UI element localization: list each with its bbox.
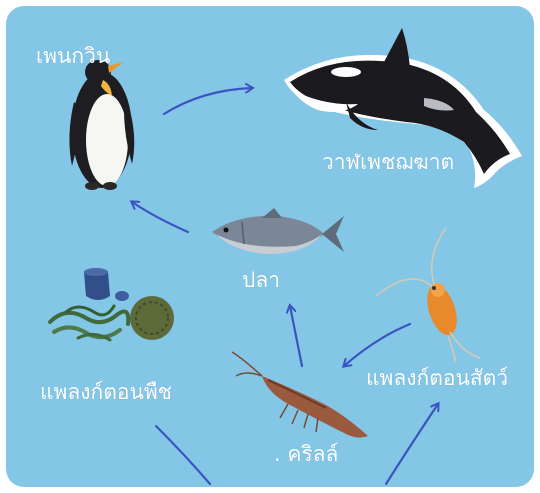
- phytoplankton-illustration: [48, 268, 174, 342]
- arrow-penguin-to-orca: [162, 88, 252, 116]
- zooplankton-illustration: [375, 227, 481, 363]
- label-phytoplankton: แพลงก์ตอนพืช: [40, 380, 172, 404]
- label-krill: . คริลล์: [274, 442, 339, 466]
- arrows: [132, 88, 438, 486]
- label-penguin: เพนกวิน: [36, 44, 111, 68]
- label-fish: ปลา: [242, 268, 280, 292]
- fish-illustration: [212, 208, 344, 254]
- arrow-zooplankton-to-krill: [344, 322, 412, 366]
- diagram-artwork: [48, 28, 522, 486]
- label-orca: วาฬเพชฌฆาต: [322, 150, 455, 174]
- krill-illustration: [231, 351, 368, 438]
- arrow-phytoplankton-loop: [154, 424, 212, 486]
- arrow-fish-to-penguin: [132, 202, 190, 234]
- arrow-to-zooplankton: [384, 404, 438, 486]
- label-zooplankton: แพลงก์ตอนสัตว์: [366, 366, 509, 390]
- penguin-illustration: [69, 60, 135, 190]
- food-chain-diagram: เพนกวิน วาฬเพชฌฆาต ปลา แพลงก์ตอนสัตว์ แพ…: [6, 6, 534, 487]
- orca-illustration: [284, 28, 522, 188]
- arrow-krill-to-fish: [290, 306, 304, 368]
